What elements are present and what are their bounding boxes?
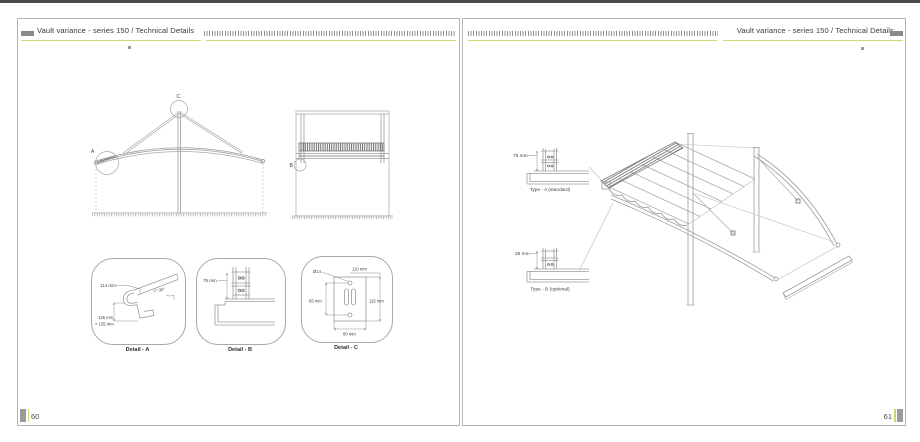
callout-circle-b bbox=[293, 158, 307, 172]
dim-angle: 7°-30° bbox=[153, 286, 166, 294]
roof-edge-band bbox=[600, 141, 684, 189]
header-rule-dash bbox=[889, 31, 903, 36]
dim-65mm: 65 mm bbox=[309, 299, 322, 304]
page-marker-bar bbox=[897, 409, 903, 422]
header-accent-line bbox=[468, 39, 717, 41]
page-right: Vault variance - series 150 / Technical … bbox=[462, 18, 906, 426]
detail-c-drawing: Ø14 110 mm 115 mm 65 mm bbox=[309, 267, 384, 337]
header-marker-square bbox=[861, 47, 864, 50]
page-left: Vault variance - series 150 / Technical … bbox=[17, 18, 460, 426]
type-b-label: Type - B (optional) bbox=[530, 287, 570, 293]
dim-75mm: 75 mm bbox=[513, 153, 528, 159]
header-dotted-band bbox=[468, 31, 718, 36]
header-dotted-band bbox=[204, 31, 456, 36]
type-a-detail: 75 mm Type - A (standard) bbox=[513, 148, 589, 193]
elevation-drawing: A C bbox=[91, 94, 267, 217]
type-a-label: Type - A (standard) bbox=[530, 187, 571, 193]
dim-115mm: 115 mm bbox=[369, 299, 384, 304]
page-title: Vault variance - series 150 / Technical … bbox=[37, 26, 195, 35]
callout-circle-c bbox=[170, 100, 188, 118]
window-top-edge bbox=[0, 0, 920, 3]
gutter-end-cap bbox=[601, 181, 611, 190]
detail-box-b: 75 mm bbox=[196, 258, 286, 345]
page-marker-bar bbox=[20, 409, 26, 422]
scalloped-edge bbox=[608, 188, 688, 226]
detail-box-c: Ø14 110 mm 115 mm 65 mm bbox=[301, 256, 393, 343]
dim-114mm: 114 mm bbox=[100, 283, 116, 288]
header-accent-line bbox=[21, 39, 201, 41]
detail-box-a: 114 mm 7°-30° bbox=[91, 258, 186, 345]
page-number: 61 bbox=[883, 412, 892, 421]
callout-label-c: C bbox=[177, 94, 181, 100]
dim-125mm: 125 mm bbox=[98, 315, 114, 320]
detail-caption-b: Detail - B bbox=[228, 347, 252, 353]
detached-beam bbox=[782, 255, 853, 298]
dim-hole: Ø14 bbox=[313, 269, 322, 274]
roof-section-hatch bbox=[298, 142, 385, 152]
header-rule-dash bbox=[21, 31, 34, 36]
callout-label-a: A bbox=[91, 149, 95, 155]
dim-28mm: 28 mm bbox=[515, 251, 530, 257]
detail-b-drawing: 75 mm bbox=[203, 267, 275, 326]
leader-line-b bbox=[578, 202, 614, 272]
dim-75mm: 75 mm bbox=[203, 278, 217, 283]
dim-110mm: 110 mm bbox=[352, 267, 367, 272]
header-accent-line bbox=[206, 39, 456, 41]
callout-label-b: B bbox=[290, 163, 294, 169]
page-marker-accent bbox=[27, 409, 29, 422]
header-marker-square bbox=[128, 46, 131, 49]
callout-circle-a bbox=[95, 151, 119, 175]
dim-155mm: > 155 mm bbox=[95, 322, 114, 327]
iso-drawing: 75 mm Type - A (standard) bbox=[513, 133, 853, 306]
type-b-detail: 28 mm Type - B (optional) bbox=[515, 248, 589, 293]
page-marker-accent bbox=[894, 409, 896, 422]
front-view-drawing: B bbox=[290, 110, 393, 220]
header-accent-line bbox=[723, 39, 903, 41]
canopy-structure bbox=[600, 133, 853, 306]
dim-80mm: 80 mm bbox=[343, 332, 356, 337]
detail-caption-c: Detail - C bbox=[334, 345, 358, 351]
page-title: Vault variance - series 150 / Technical … bbox=[736, 26, 894, 35]
detail-a-drawing: 114 mm 7°-30° bbox=[95, 273, 179, 327]
detail-caption-a: Detail - A bbox=[125, 347, 150, 353]
page-number: 60 bbox=[31, 412, 40, 421]
